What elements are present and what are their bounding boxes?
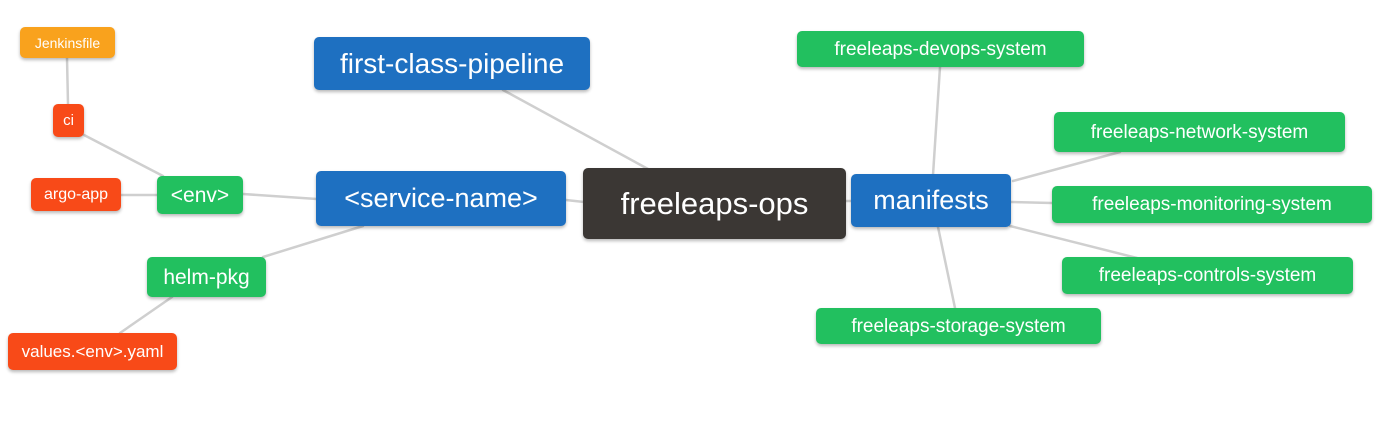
edge-service-name-to-helm-pkg [261, 224, 365, 259]
node-label: Jenkinsfile [34, 34, 101, 51]
node-freeleaps-storage-system[interactable]: freeleaps-storage-system [816, 308, 1101, 344]
edge-manifests-to-freeleaps-monitoring-system [1009, 200, 1054, 205]
node-label: first-class-pipeline [339, 47, 565, 79]
node-label: values.<env>.yaml [21, 342, 164, 361]
node-freeleaps-devops-system[interactable]: freeleaps-devops-system [797, 31, 1084, 67]
node-label: freeleaps-storage-system [851, 315, 1066, 337]
edge-jenkinsfile-to-ci [65, 56, 70, 106]
node-manifests[interactable]: manifests [851, 174, 1011, 227]
node-service-name[interactable]: <service-name> [316, 171, 566, 226]
node-label: ci [63, 112, 74, 129]
edge-env-to-service-name [241, 192, 319, 201]
node-freeleaps-network-system[interactable]: freeleaps-network-system [1054, 112, 1345, 152]
node-helm-pkg[interactable]: helm-pkg [147, 257, 266, 297]
node-env[interactable]: <env> [157, 176, 243, 214]
node-first-class-pipeline[interactable]: first-class-pipeline [314, 37, 590, 90]
node-freeleaps-controls-system[interactable]: freeleaps-controls-system [1062, 257, 1353, 294]
node-label: freeleaps-controls-system [1098, 265, 1317, 286]
node-label: <env> [170, 183, 230, 207]
edge-manifests-to-freeleaps-devops-system [931, 65, 942, 177]
edge-manifests-to-freeleaps-storage-system [936, 225, 957, 310]
node-label: helm-pkg [163, 265, 250, 289]
node-argo-app[interactable]: argo-app [31, 178, 121, 211]
edge-ci-to-env [82, 133, 165, 178]
node-freeleaps-ops[interactable]: freeleaps-ops [583, 168, 846, 239]
node-label: freeleaps-monitoring-system [1092, 194, 1332, 215]
node-label: <service-name> [344, 183, 538, 213]
node-label: freeleaps-devops-system [834, 38, 1047, 60]
node-jenkinsfile[interactable]: Jenkinsfile [20, 27, 115, 58]
edge-helm-pkg-to-values-env-yaml [118, 295, 174, 335]
node-freeleaps-monitoring-system[interactable]: freeleaps-monitoring-system [1052, 186, 1372, 223]
node-values-env-yaml[interactable]: values.<env>.yaml [8, 333, 177, 370]
edge-service-name-to-freeleaps-ops [564, 198, 586, 204]
node-ci[interactable]: ci [53, 104, 84, 137]
node-label: argo-app [43, 185, 109, 203]
edge-first-class-pipeline-to-freeleaps-ops [501, 88, 650, 171]
node-label: manifests [873, 185, 989, 215]
node-label: freeleaps-network-system [1090, 121, 1309, 143]
edge-manifests-to-freeleaps-controls-system [1008, 224, 1139, 260]
node-label: freeleaps-ops [620, 186, 809, 221]
edge-manifests-to-freeleaps-network-system [1011, 150, 1122, 183]
